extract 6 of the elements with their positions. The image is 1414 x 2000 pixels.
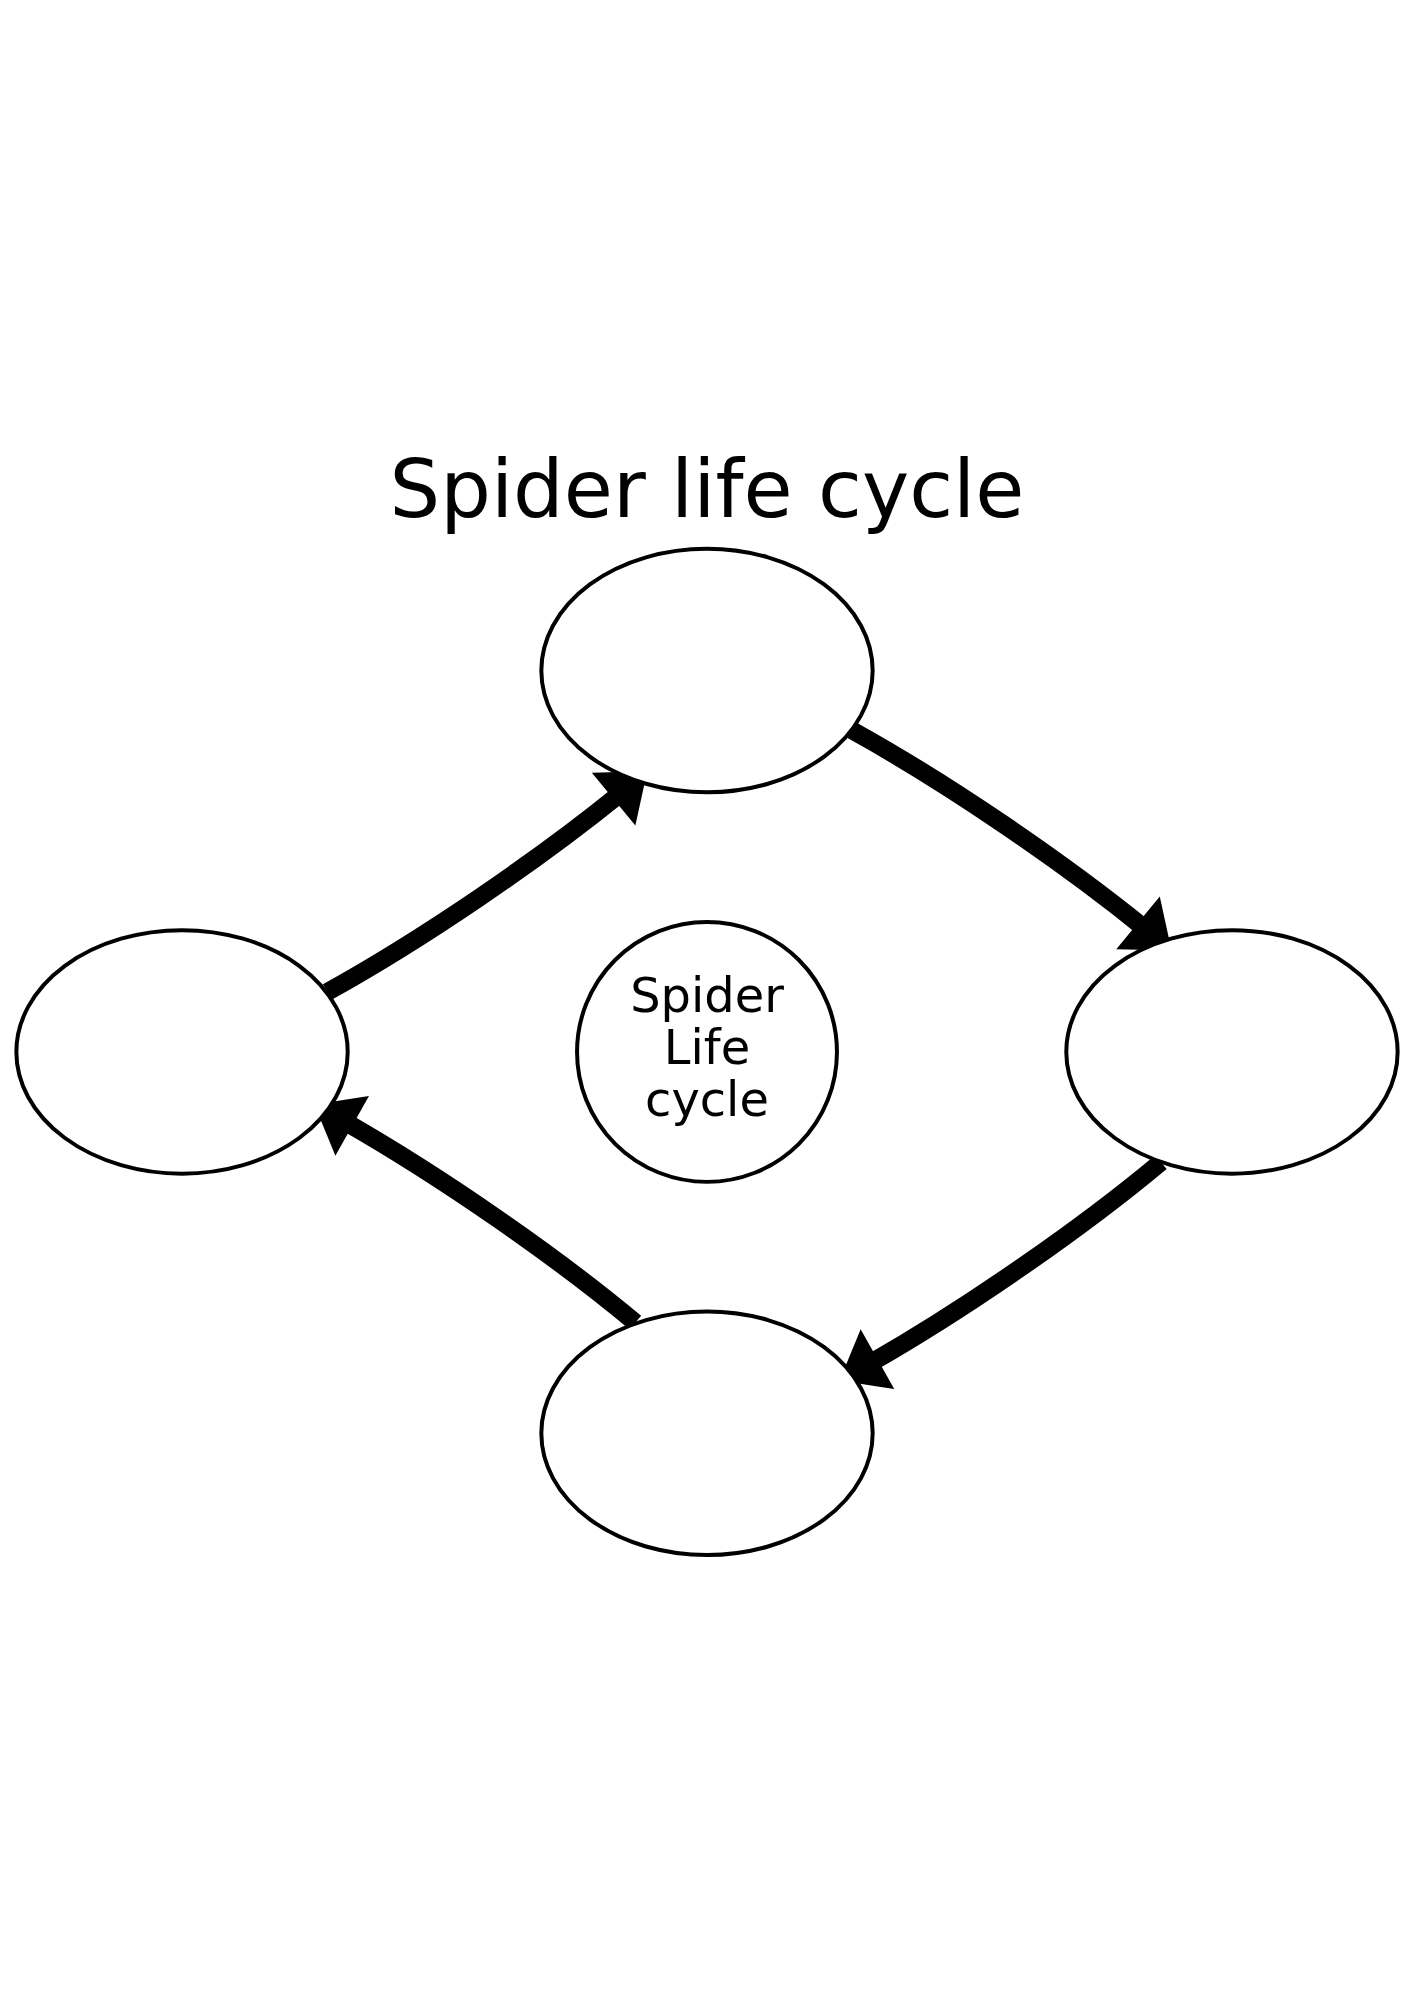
diagram-title: Spider life cycle [389,442,1025,536]
node-ellipse [539,546,875,795]
node-ellipse [1064,928,1400,1176]
node-ellipse [14,928,350,1176]
node-circle: Spider Life cycle [575,919,839,1184]
node-ellipse [539,1309,875,1557]
